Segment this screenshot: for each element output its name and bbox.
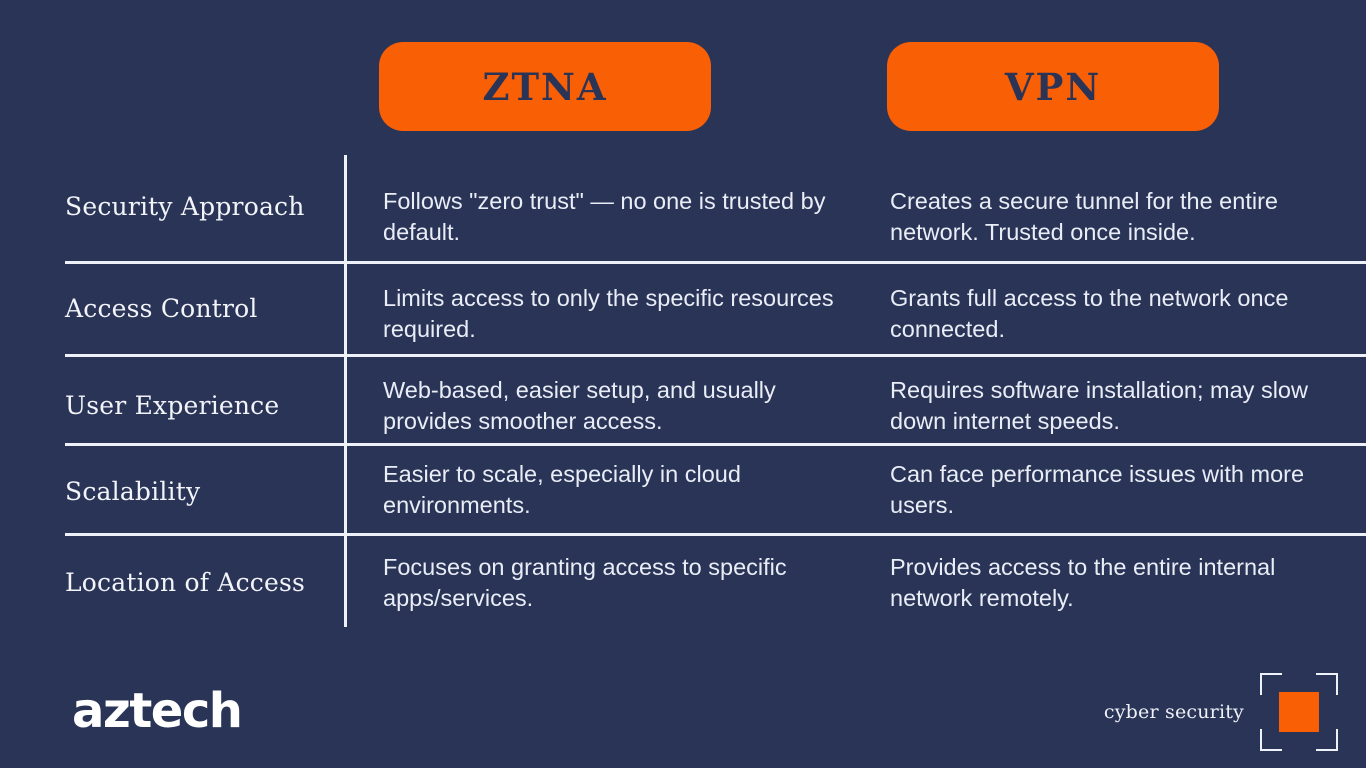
row-cell-ztna: Limits access to only the specific resou… <box>383 285 834 342</box>
column-header-ztna: ZTNA <box>379 42 711 131</box>
column-header-vpn-label: VPN <box>1004 64 1102 109</box>
cyber-security-badge: cyber security <box>1104 672 1338 752</box>
scan-frame-square-icon <box>1279 692 1319 732</box>
row-separator <box>65 443 1366 446</box>
row-separator <box>65 533 1366 536</box>
row-label: User Experience <box>65 391 280 420</box>
row-cell-ztna: Easier to scale, especially in cloud env… <box>383 461 741 518</box>
row-label: Security Approach <box>65 192 305 221</box>
row-label: Scalability <box>65 477 201 506</box>
brand-logo: aztech <box>72 683 243 739</box>
scan-frame-corner-top-right-icon <box>1316 673 1338 695</box>
scan-frame-corner-bottom-right-icon <box>1316 729 1338 751</box>
row-cell-ztna: Web-based, easier setup, and usually pro… <box>383 377 776 434</box>
column-header-vpn: VPN <box>887 42 1219 131</box>
scan-frame-corner-bottom-left-icon <box>1260 729 1282 751</box>
comparison-table: Security Approach Follows "zero trust" —… <box>0 155 1366 627</box>
scan-frame-icon <box>1260 673 1338 751</box>
row-cell-ztna: Follows "zero trust" — no one is trusted… <box>383 188 826 245</box>
row-cell-vpn: Requires software installation; may slow… <box>890 377 1308 434</box>
row-label: Access Control <box>65 294 258 323</box>
scan-frame-corner-top-left-icon <box>1260 673 1282 695</box>
column-header-ztna-label: ZTNA <box>482 64 608 109</box>
column-divider <box>344 155 347 627</box>
row-cell-vpn: Grants full access to the network once c… <box>890 285 1289 342</box>
row-cell-vpn: Can face performance issues with more us… <box>890 461 1305 518</box>
row-separator <box>65 261 1366 264</box>
row-cell-ztna: Focuses on granting access to specific a… <box>383 554 787 611</box>
cyber-security-badge-label: cyber security <box>1103 701 1244 723</box>
row-label: Location of Access <box>65 568 306 597</box>
row-cell-vpn: Provides access to the entire internal n… <box>890 554 1276 611</box>
row-separator <box>65 354 1366 357</box>
row-cell-vpn: Creates a secure tunnel for the entire n… <box>890 188 1278 245</box>
